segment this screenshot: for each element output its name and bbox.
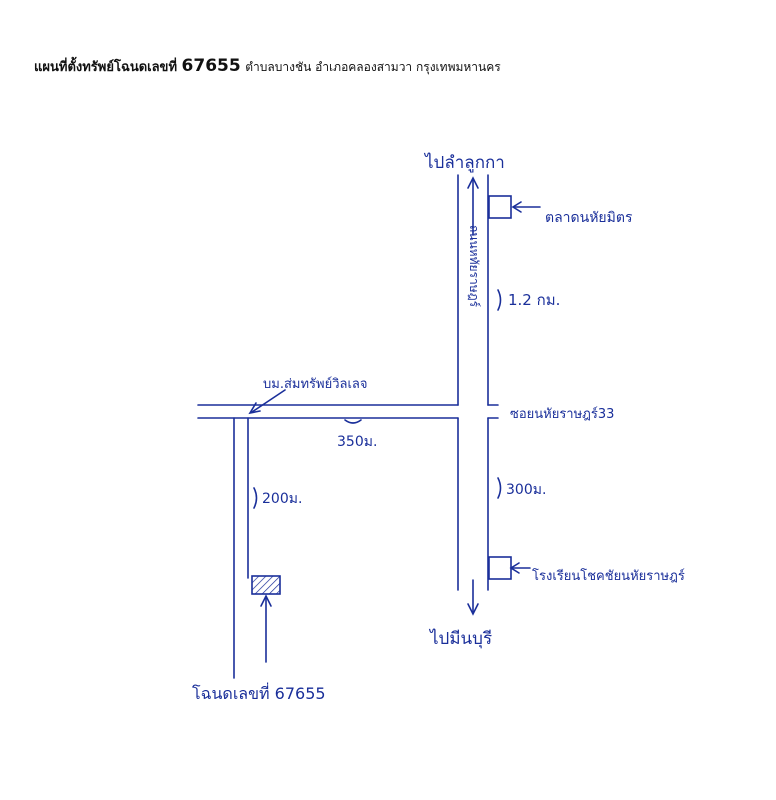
- brace-top-distance: [497, 289, 502, 311]
- village-pointer: [251, 389, 286, 413]
- label-distance-soi: 350ม.: [337, 434, 377, 450]
- village-pointer-head: [248, 402, 261, 415]
- label-soi: ซอยนหัยราษฎร์33: [510, 406, 614, 422]
- label-school: โรงเรียนโชคชัยนหัยราษฎร์: [532, 568, 685, 584]
- label-distance-right: 300ม.: [506, 482, 546, 498]
- arrow-down-head: [467, 603, 479, 616]
- label-main-road: ถนนหทัยราษฎร์: [467, 225, 481, 308]
- market-pointer-head: [511, 201, 522, 213]
- label-village: บม.ส่มทรัพย์วิลเลจ: [263, 376, 368, 392]
- deed-pointer-head: [260, 594, 272, 607]
- title-location: ตำบลบางชัน อำเภอคลองสามวา กรุงเทพมหานคร: [245, 60, 501, 74]
- map-title: แผนที่ตั้งทรัพย์โฉนดเลขที่ 67655 ตำบลบาง…: [34, 56, 501, 77]
- market-box: [488, 195, 512, 219]
- title-prefix: แผนที่ตั้งทรัพย์โฉนดเลขที่: [34, 60, 178, 75]
- brace-left-distance: [253, 487, 258, 509]
- label-distance-top: 1.2 กม.: [508, 291, 560, 309]
- brace-soi-distance: [344, 419, 362, 424]
- label-market: ตลาดนหัยมิตร: [545, 210, 633, 226]
- school-pointer-head: [509, 562, 520, 574]
- label-to-bottom: ไปมีนบุรี: [428, 628, 492, 649]
- deed-plot: [251, 575, 281, 595]
- deed-number: 67655: [181, 56, 241, 76]
- label-distance-left: 200ม.: [262, 491, 302, 507]
- school-box: [488, 556, 512, 580]
- arrow-up-head: [467, 176, 479, 189]
- label-to-top: ไปลำลูกกา: [423, 152, 505, 173]
- brace-right-distance: [497, 477, 502, 499]
- label-deed: โฉนดเลขที่ 67655: [192, 682, 326, 703]
